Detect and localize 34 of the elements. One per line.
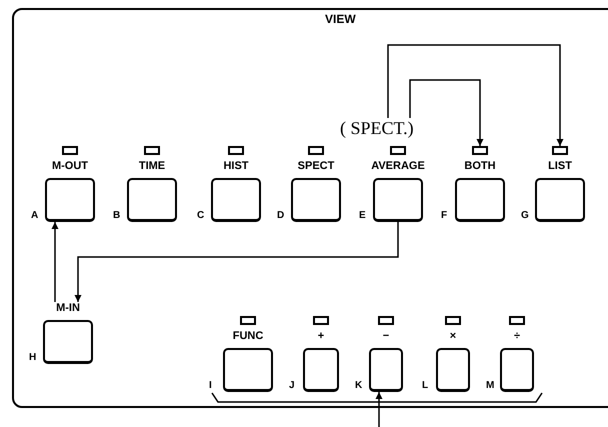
key-letter: E [359,210,366,221]
arrow [409,79,484,146]
arrow [52,222,58,302]
key-letter: B [113,210,120,221]
key-letter: L [422,380,428,391]
key-letter: D [277,210,284,221]
key-label: LIST [548,160,572,173]
key-label: AVERAGE [371,160,425,173]
key-label: FUNC [232,330,264,343]
key-label: SPECT [298,160,334,173]
key-label: TIME [138,160,166,173]
key-label: M-OUT [52,160,88,173]
key-label: BOTH [464,160,496,173]
key-letter: A [31,210,38,221]
key-letter: I [209,380,212,391]
key-letter: J [289,380,295,391]
key-label: HIST [223,160,249,173]
key-letter: F [441,210,448,221]
key-label: ÷ [514,330,520,343]
control-panel [12,8,608,408]
key-letter: M [486,380,494,391]
key-label: × [450,330,456,343]
arrow [376,392,382,427]
key-label: M-IN [56,302,80,315]
key-letter: C [197,210,204,221]
key-letter: H [29,352,36,363]
key-label: − [382,330,390,343]
key-letter: G [521,210,529,221]
arrow [74,222,399,302]
arrow [387,44,564,146]
key-letter: K [355,380,362,391]
key-label: + [318,330,324,343]
panel-title: VIEW [325,12,356,26]
annotation-text: ( SPECT.) [340,118,414,138]
